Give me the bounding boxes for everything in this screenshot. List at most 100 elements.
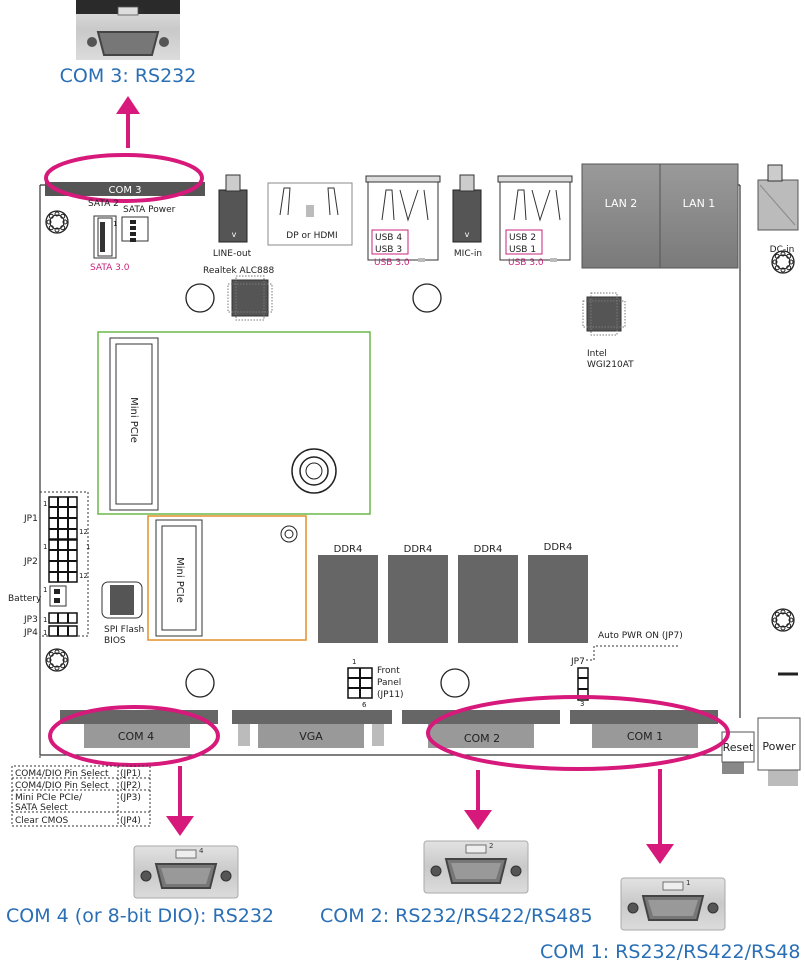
svg-text:1: 1 (43, 616, 47, 624)
svg-text:1: 1 (352, 658, 356, 666)
com1-arrow (646, 769, 674, 864)
reset-label: Reset (723, 741, 754, 754)
jumper-table-desc: Clear CMOS (15, 816, 69, 826)
jp3-label: JP3 (23, 615, 38, 625)
svg-text:3: 3 (580, 700, 584, 708)
ddr4-label: DDR4 (404, 544, 433, 555)
com1-callout: COM 1: RS232/RS422/RS48 (540, 941, 800, 963)
auto-pwr-label: Auto PWR ON (JP7) (598, 631, 683, 641)
svg-text:v: v (465, 230, 470, 239)
mount-screw-icon (772, 609, 794, 631)
front-panel-header (348, 668, 372, 698)
vga-header-label: VGA (299, 730, 323, 743)
dp-hdmi-label: DP or HDMI (286, 231, 337, 241)
svg-text:1: 1 (43, 629, 47, 637)
svg-text:1: 1 (43, 586, 47, 594)
lan2-label: LAN 2 (605, 197, 638, 210)
jumper-table-jp: (JP3) (120, 793, 141, 803)
jp1-header (49, 497, 77, 539)
panel-label: Panel (377, 678, 401, 688)
ddr4-label: DDR4 (474, 544, 503, 555)
jp2-header (49, 540, 77, 582)
jumper-table-desc: SATA Select (15, 803, 68, 813)
com3-callout: COM 3: RS232 (60, 65, 197, 87)
dc-in-label: DC-in (770, 245, 795, 255)
com2-callout: COM 2: RS232/RS422/RS485 (320, 905, 593, 927)
mount-hole (186, 669, 214, 697)
jp4-label: JP4 (23, 628, 38, 638)
com4-callout: COM 4 (or 8-bit DIO): RS232 (6, 905, 274, 927)
jumper-table-desc: Mini PCIe PCIe/ (15, 793, 83, 803)
jumper-table-jp: (JP4) (120, 816, 141, 826)
ddr4-chips (318, 555, 588, 643)
com1-port-photo: 1 (621, 878, 725, 930)
com2-port-mark: 2 (489, 842, 493, 850)
com3-port-photo: 3 (76, 0, 180, 60)
mount-screw-icon (46, 211, 68, 233)
com2-header-label: COM 2 (464, 732, 500, 745)
jp7-label: JP7 (570, 657, 585, 667)
com2-port-photo: 2 (424, 841, 528, 893)
mount-hole (413, 284, 441, 312)
vga-header (232, 710, 392, 724)
sata2-label: SATA 2 (88, 199, 119, 209)
mic-in-label: MIC-in (454, 249, 482, 259)
jumper-table-jp: (JP1) (120, 769, 141, 779)
svg-text:v: v (232, 230, 237, 239)
sata-power-label: SATA Power (123, 205, 176, 215)
svg-text:12: 12 (79, 528, 88, 536)
intel-chip (583, 293, 625, 335)
usb30-b-label: USB 3.0 (508, 258, 544, 268)
svg-text:1: 1 (113, 220, 117, 228)
intel-chip-label: WGI210AT (587, 360, 634, 370)
jumper-table-jp: (JP2) (120, 781, 141, 791)
jumper-table-desc: COM4/DIO Pin Select (15, 781, 109, 791)
com4-port-mark: 4 (199, 847, 204, 855)
svg-text:12: 12 (79, 572, 88, 580)
jp1-label: JP1 (23, 514, 38, 524)
mount-screw-icon (46, 649, 68, 671)
realtek-label: Realtek ALC888 (203, 266, 274, 276)
spi-flash-label: SPI Flash (104, 625, 144, 635)
com4-arrow (166, 766, 194, 836)
com3-header-label: COM 3 (108, 185, 141, 196)
usb4-label: USB 4 (375, 233, 402, 243)
front-label: Front (377, 666, 400, 676)
line-out-label: LINE-out (213, 249, 252, 259)
com2-header (402, 710, 560, 724)
usb2-label: USB 2 (509, 233, 536, 243)
usb1-label: USB 1 (509, 245, 536, 255)
jumper-table-desc: COM4/DIO Pin Select (15, 769, 109, 779)
com3-port-mark: 3 (139, 8, 143, 16)
svg-text:1: 1 (86, 543, 90, 551)
mini-pcie-1-label: Mini PCIe (128, 397, 139, 443)
lan1-label: LAN 1 (683, 197, 716, 210)
mount-hole (441, 669, 469, 697)
realtek-chip (228, 276, 272, 320)
svg-text:1: 1 (43, 500, 47, 508)
com1-port-mark: 1 (686, 879, 690, 887)
svg-text:1: 1 (43, 543, 47, 551)
ddr4-label: DDR4 (334, 544, 363, 555)
jp2-label: JP2 (23, 557, 38, 567)
com1-header-label: COM 1 (627, 730, 663, 743)
usb3-label: USB 3 (375, 245, 402, 255)
usb30-a-label: USB 3.0 (374, 258, 410, 268)
intel-label: Intel (587, 349, 607, 359)
sata30-label: SATA 3.0 (90, 263, 130, 273)
jp4-header (49, 626, 77, 636)
battery-label: Battery (8, 594, 42, 604)
ddr4-label: DDR4 (544, 542, 573, 553)
jp11-label: (JP11) (377, 690, 404, 700)
mini-pcie-2-label: Mini PCIe (174, 557, 185, 603)
jp3-header (49, 613, 77, 623)
com2-arrow (464, 770, 492, 830)
mount-hole (186, 284, 214, 312)
power-label: Power (762, 740, 796, 753)
com3-arrow (116, 96, 140, 148)
com4-port-photo: 4 (134, 846, 238, 898)
spi-flash-chip (102, 582, 142, 618)
svg-text:6: 6 (362, 701, 367, 709)
bios-label: BIOS (104, 636, 126, 646)
